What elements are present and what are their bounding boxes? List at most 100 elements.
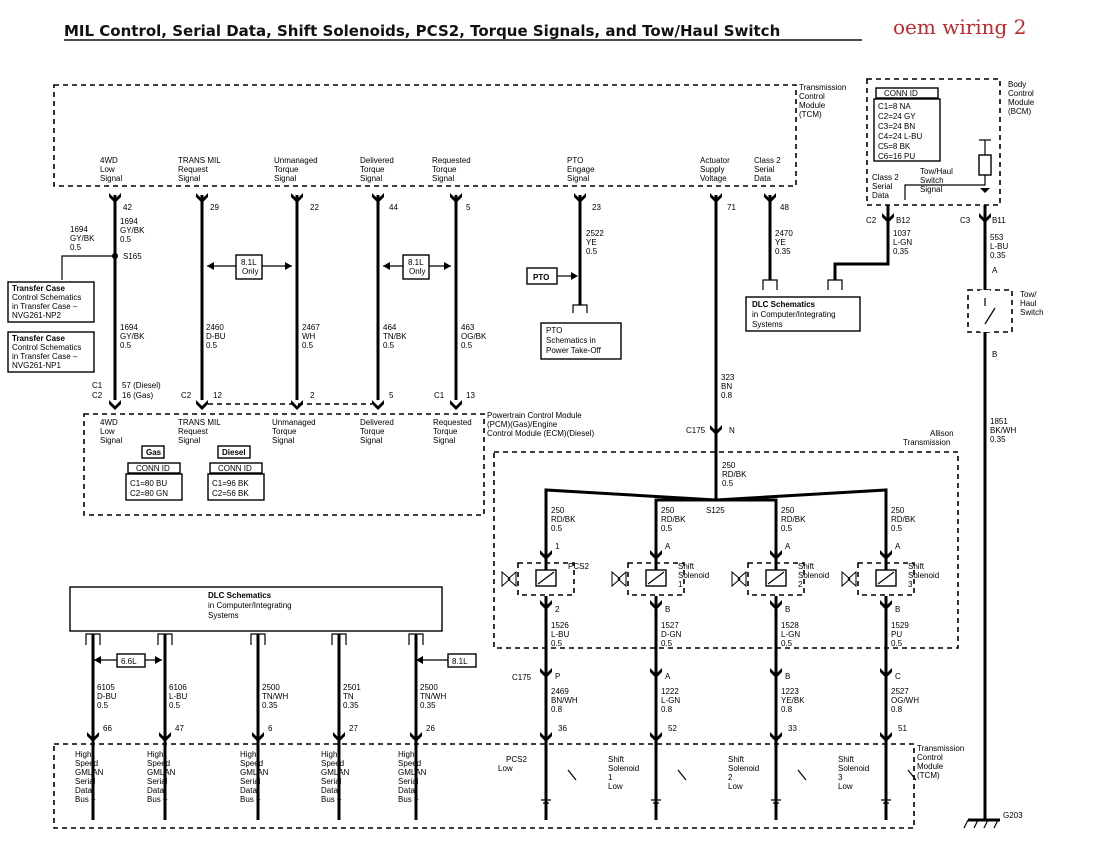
wire-label-463: 463 OG/BK 0.5 (461, 323, 487, 350)
wire-label-2522: 2522 YE 0.5 (586, 229, 604, 256)
svg-text:L-BU: L-BU (990, 242, 1008, 251)
solenoid-name: Shift (678, 562, 695, 571)
branch-bottom-label: Solenoid (728, 764, 759, 773)
solenoid-branch-3: 250RD/BK0.5AShiftSolenoid2B1528L-GN0.5B1… (728, 506, 829, 820)
splice-s125: S125 (706, 506, 725, 515)
branch-out-wire: 1529 (891, 621, 909, 630)
bcm-signal-towhaul: Tow/Haul Switch Signal (920, 167, 953, 194)
branch-ground-icon (541, 799, 551, 807)
branch-tcm-pin: 36 (558, 724, 567, 733)
svg-text:Only: Only (242, 267, 258, 276)
dlc-wire-pin: 26 (426, 724, 435, 733)
solenoid-coil-line (647, 571, 665, 585)
branch-out-wire: L-GN (781, 630, 800, 639)
bcm-conn-title-box (875, 87, 939, 99)
svg-text:TRANS MIL: TRANS MIL (178, 418, 221, 427)
svg-text:Powertrain Control Module: Powertrain Control Module (487, 411, 582, 420)
pto-arrow (571, 272, 578, 280)
branch-bottom-label: 1 (608, 773, 613, 782)
svg-text:PTO: PTO (567, 156, 583, 165)
gas-tag: Gas (146, 448, 162, 457)
svg-text:2467: 2467 (302, 323, 320, 332)
dlc-wire-bottom-label: Data (75, 786, 92, 795)
svg-text:YE: YE (586, 238, 597, 247)
branch-ground-icon (651, 799, 661, 807)
pcm-signal-labels: 4WD Low Signal TRANS MIL Request Signal … (100, 418, 472, 445)
dlc-wire-chevron (252, 732, 264, 742)
svg-text:CONN ID: CONN ID (218, 464, 252, 473)
svg-text:NVG261-NP2: NVG261-NP2 (12, 311, 61, 320)
svg-text:0.5: 0.5 (70, 243, 82, 252)
svg-text:C2=56 BK: C2=56 BK (212, 489, 249, 498)
branch-bottom-label: Low (838, 782, 853, 791)
dlc-wire-bottom-label: Bus + (75, 795, 96, 804)
svg-text:44: 44 (389, 203, 398, 212)
svg-text:RD/BK: RD/BK (722, 470, 747, 479)
wire-250-to-sol1 (654, 498, 716, 580)
solenoid-housing (517, 562, 575, 596)
svg-text:Signal: Signal (274, 174, 296, 183)
svg-text:Low: Low (100, 427, 115, 436)
solenoid-valve-icon (501, 570, 517, 588)
pto-connector (572, 304, 588, 313)
svg-text:Torque: Torque (432, 165, 457, 174)
allison-box (493, 451, 959, 649)
branch-wire-label: 0.5 (661, 524, 673, 533)
svg-text:Transfer Case: Transfer Case (12, 334, 65, 343)
svg-text:Transfer Case: Transfer Case (12, 284, 65, 293)
svg-text:0.5: 0.5 (383, 341, 395, 350)
wire-label-1694b: 1694 GY/BK 0.5 (70, 225, 95, 252)
branch-c175-pin: C (895, 672, 901, 681)
svg-text:C1=80 BU: C1=80 BU (130, 479, 167, 488)
svg-text:0.35: 0.35 (990, 251, 1006, 260)
svg-text:Signal: Signal (100, 174, 122, 183)
solenoid-housing (627, 562, 685, 596)
dlc-wire-bottom-label: GMLAN (398, 768, 427, 777)
svg-text:0.5: 0.5 (302, 341, 314, 350)
solenoid-branch-4: 250RD/BK0.5AShiftSolenoid3B1529PU0.5C252… (838, 506, 939, 820)
svg-text:GY/BK: GY/BK (70, 234, 95, 243)
svg-text:Signal: Signal (100, 436, 122, 445)
branch-pin-bot: B (665, 605, 670, 614)
svg-text:OG/BK: OG/BK (461, 332, 487, 341)
svg-text:Torque: Torque (274, 165, 299, 174)
svg-text:C1: C1 (92, 381, 103, 390)
svg-text:22: 22 (310, 203, 319, 212)
dlc-wire-bottom-label: Bus – (321, 795, 342, 804)
branch-tcm-wire: 0.8 (551, 705, 563, 714)
c175-top: C175 (686, 426, 706, 435)
only-8-1-left: 8.1L Only (207, 254, 292, 280)
solenoid-branches: 250RD/BK0.51PCS221526L-BU0.5P2469BN/WH0.… (498, 506, 939, 820)
tcm-top-box (53, 84, 797, 187)
svg-text:Serial: Serial (754, 165, 775, 174)
branch-out-wire: 1527 (661, 621, 679, 630)
svg-text:42: 42 (123, 203, 132, 212)
svg-text:Unmanaged: Unmanaged (272, 418, 316, 427)
svg-text:in Computer/Integrating: in Computer/Integrating (752, 310, 836, 319)
svg-text:0.8: 0.8 (721, 391, 733, 400)
bcm-box (866, 78, 1001, 206)
svg-text:NVG261-NP1: NVG261-NP1 (12, 361, 61, 370)
svg-text:0.5: 0.5 (722, 479, 734, 488)
svg-text:1694: 1694 (120, 323, 138, 332)
pto-schematic-text: PTO Schematics in Power Take-Off (546, 326, 602, 355)
svg-text:DLC Schematics: DLC Schematics (208, 591, 272, 600)
dlc-wire-4: 2501TN0.3527HighSpeedGMLANSerialDataBus … (321, 633, 361, 820)
svg-text:in Transfer Case –: in Transfer Case – (12, 302, 78, 311)
branch-bottom-label: Solenoid (838, 764, 869, 773)
branch-chevron-tcm (650, 732, 662, 742)
dlc-wire-bottom-label: Speed (398, 759, 421, 768)
svg-text:2522: 2522 (586, 229, 604, 238)
branch-out-wire: 0.5 (781, 639, 793, 648)
svg-text:C3=24 BN: C3=24 BN (878, 122, 915, 131)
branch-bottom-label: Solenoid (608, 764, 639, 773)
svg-text:GY/BK: GY/BK (120, 226, 145, 235)
branch-out-wire: 0.5 (551, 639, 563, 648)
svg-text:(PCM)(Gas)/Engine: (PCM)(Gas)/Engine (487, 420, 558, 429)
svg-text:8.1L: 8.1L (241, 258, 257, 267)
dlc-wire-pin: 6 (268, 724, 273, 733)
tcm-signal-trans-mil: TRANS MIL Request Signal 29 (178, 156, 221, 212)
dlc-wire-bottom-label: Serial (321, 777, 342, 786)
solenoid-branch-1: 250RD/BK0.51PCS221526L-BU0.5P2469BN/WH0.… (498, 506, 589, 820)
svg-text:71: 71 (727, 203, 736, 212)
